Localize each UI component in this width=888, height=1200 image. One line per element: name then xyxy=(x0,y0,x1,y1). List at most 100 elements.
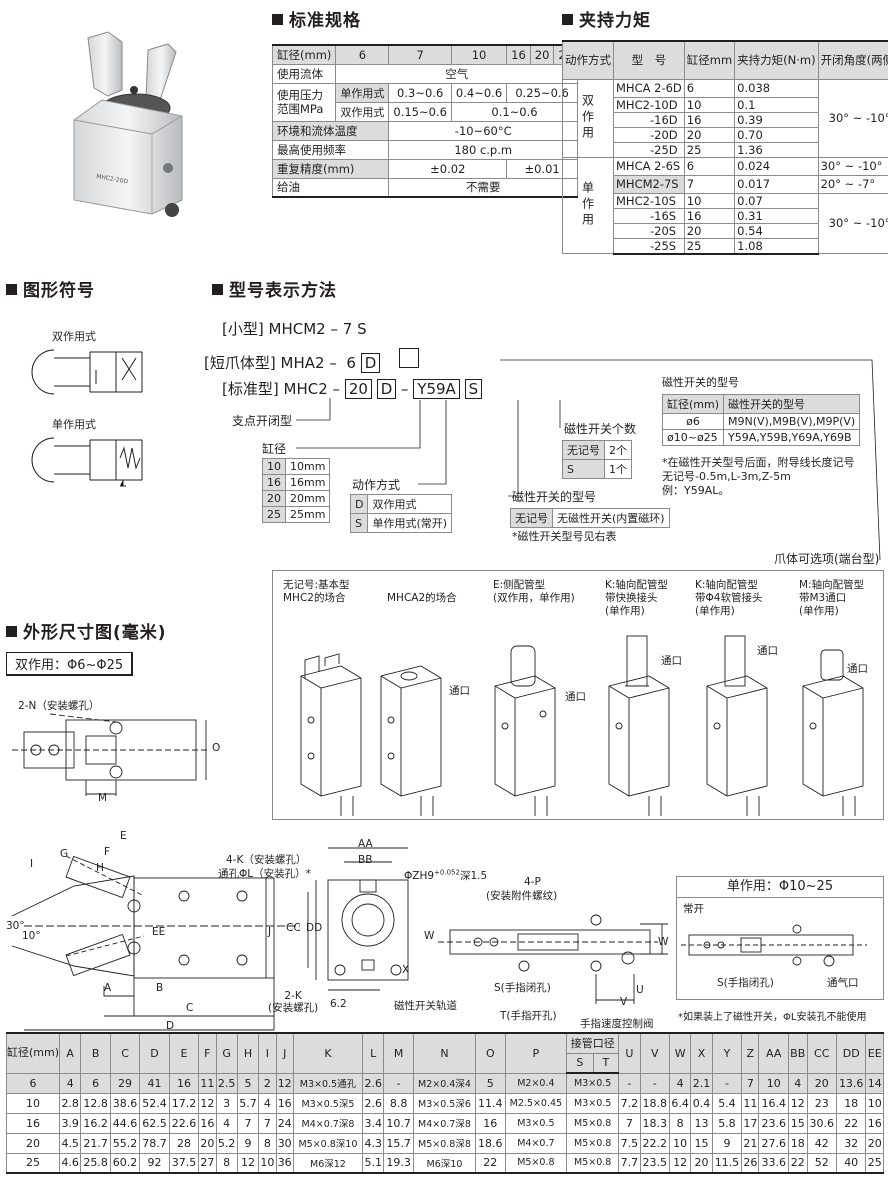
dim-table-cell: 12 xyxy=(275,1072,294,1094)
dim-subheader-cell: S xyxy=(566,1052,594,1074)
dim-table-cell: - xyxy=(639,1072,671,1094)
dim-angle-10: 10° xyxy=(22,930,41,942)
dim-table-cell: 5.8 xyxy=(711,1112,743,1134)
dim-table-cell: 11 xyxy=(198,1072,217,1094)
dim-table-cell: 37.5 xyxy=(168,1152,200,1174)
dim-table-cell: 2.5 xyxy=(215,1072,238,1094)
dim-table-cell: 4.3 xyxy=(362,1132,385,1154)
front-view-drawing xyxy=(11,855,300,1031)
dim-table-cell: 2.1 xyxy=(690,1072,713,1094)
dim-table-cell: 4 xyxy=(59,1072,82,1094)
dim-header-cell: J xyxy=(275,1032,294,1074)
dim-table-cell: 16 xyxy=(198,1112,217,1134)
dim-table-cell: 7 xyxy=(236,1112,260,1134)
dim-header-cell: A xyxy=(59,1032,82,1074)
dim-header-cell: EE xyxy=(865,1032,884,1074)
dim-subheader-cell: T xyxy=(592,1052,620,1074)
dim-table-cell: 32 xyxy=(835,1132,867,1154)
dim-table-cell: 29 xyxy=(109,1072,141,1094)
dim-header-cell: N xyxy=(412,1032,477,1074)
dim-table-cell: 23.6 xyxy=(758,1112,789,1134)
l-hole-label: 通孔ΦL（安装孔）* xyxy=(218,868,311,880)
dim-table-cell: M2.5×0.45 xyxy=(504,1092,568,1114)
model-line-short: [短爪体型] MHA2 – 6 D xyxy=(204,348,420,373)
model-line-standard: [标准型] MHC2 – 20 D – Y59A S xyxy=(222,378,483,399)
dim-header-cell: 缸径(mm) xyxy=(5,1032,61,1074)
dim-w: W xyxy=(424,930,435,942)
dim-table-cell: 10 xyxy=(758,1072,789,1094)
single-action-title: 单作用：Φ10~25 xyxy=(677,877,883,898)
dim-table-cell: 8 xyxy=(215,1152,238,1174)
dim-table-cell: 36 xyxy=(275,1152,294,1174)
dim-table-cell: 7.7 xyxy=(618,1152,641,1174)
dim-table-cell: 7.2 xyxy=(618,1092,641,1114)
dim-table-cell: 7 xyxy=(258,1112,277,1134)
claw-option-box xyxy=(399,348,420,368)
option-m-label: M:轴向配管型带M3通口(单作用) xyxy=(799,579,865,617)
dim-table-cell: 8.8 xyxy=(383,1092,414,1114)
dim-table-cell: 16.2 xyxy=(80,1112,111,1134)
dim-table-cell: 16 xyxy=(865,1112,884,1134)
dim-table-cell: 20 xyxy=(806,1072,837,1094)
model-heading: 型号表示方法 xyxy=(212,276,337,301)
torque-heading: 夹持力矩 xyxy=(562,6,651,31)
dim-table-cell: 9 xyxy=(236,1132,260,1154)
symbol-double-diagram xyxy=(31,349,143,395)
option-k2-label: K:轴向配管型带Φ4软管接头(单作用) xyxy=(695,579,763,617)
dim-table-cell: 2.6 xyxy=(362,1092,385,1114)
dim-table-cell: M2×0.4深4 xyxy=(412,1072,477,1094)
dim-table-cell: 27.6 xyxy=(758,1132,789,1154)
dim-table-cell: 12 xyxy=(668,1152,692,1174)
long-side-drawing xyxy=(438,914,668,1004)
dim-table-cell: 22 xyxy=(475,1152,506,1174)
t-open-label: T(手指开孔) xyxy=(500,1010,557,1022)
side-view-drawing xyxy=(307,847,409,991)
dim-table-cell: 18.6 xyxy=(475,1132,506,1154)
dims-note: *如果装上了磁性开关，ΦL安装孔不能使用 xyxy=(678,1012,867,1023)
dim-table-cell: M5×0.8 xyxy=(566,1132,620,1154)
dim-e: E xyxy=(120,830,127,842)
dim-6-2: 6.2 xyxy=(330,998,347,1010)
single-action-panel: 单作用：Φ10~25 常开 S(手指闭孔) 通气口 xyxy=(676,876,884,1000)
normally-open-label: 常开 xyxy=(683,903,704,915)
dim-table-cell: 7 xyxy=(618,1112,641,1134)
dim-d: D xyxy=(166,1020,175,1032)
dim-table-cell: 4 xyxy=(787,1072,808,1094)
dim-header-cell: H xyxy=(236,1032,260,1074)
dim-table-cell: 5.1 xyxy=(362,1152,385,1174)
dim-aa: AA xyxy=(358,838,373,850)
dim-table-cell: 23 xyxy=(806,1092,837,1114)
dim-header-cell: C xyxy=(109,1032,141,1074)
dim-table-cell: 18 xyxy=(787,1132,808,1154)
dim-table-cell: 12 xyxy=(198,1092,217,1114)
dim-table-cell: 16 xyxy=(275,1092,294,1114)
dim-header-cell: U xyxy=(618,1032,641,1074)
dim-table-cell: 2.6 xyxy=(362,1072,385,1094)
switch-table: 无记号无磁性开关(内置磁环) xyxy=(510,508,670,528)
dim-table-cell: M5×0.8 xyxy=(566,1112,620,1134)
dim-table-cell: 12 xyxy=(236,1152,260,1174)
rail-label: 磁性开关轨道 xyxy=(394,1000,457,1012)
port-label-4: 通口 xyxy=(757,645,778,657)
dim-v: V xyxy=(620,996,628,1008)
dim-header-cell: X xyxy=(690,1032,713,1074)
dim-header-cell: G xyxy=(215,1032,238,1074)
p-label: 4-P xyxy=(524,876,541,888)
dim-o: O xyxy=(212,742,221,754)
dim-table-cell: 11.4 xyxy=(475,1092,506,1114)
dim-table-cell: 5 xyxy=(475,1072,506,1094)
action-label: 动作方式 xyxy=(352,478,401,492)
dim-f: F xyxy=(104,846,111,858)
dim-table-cell: 16.4 xyxy=(758,1092,789,1114)
dim-table-cell: 5 xyxy=(236,1072,260,1094)
option-e-label: E:侧配管型(双作用，单作用) xyxy=(493,579,575,604)
dim-angle-30: 30° xyxy=(6,920,25,932)
single-action-drawing xyxy=(681,924,867,967)
dim-table-cell: 15 xyxy=(787,1112,808,1134)
